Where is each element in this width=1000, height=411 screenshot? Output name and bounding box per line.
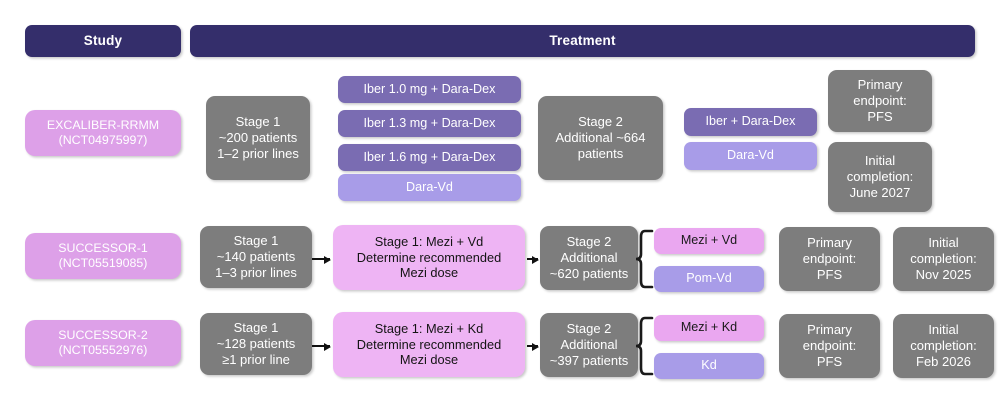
row1-stage2-arm-1: Iber + Dara-Dex: [684, 108, 817, 136]
row2-primary-endpoint-box: Primary endpoint: PFS: [779, 227, 880, 291]
row2-stage1-box: Stage 1 ~140 patients 1–3 prior lines: [200, 226, 312, 288]
row3-randomization-brace: [634, 315, 654, 377]
row2-initial-completion-box: Initial completion: Nov 2025: [893, 227, 994, 291]
row3-stage2-box: Stage 2 Additional ~397 patients: [540, 313, 638, 377]
row3-primary-endpoint-box: Primary endpoint: PFS: [779, 314, 880, 378]
row1-stage2-arm-2: Dara-Vd: [684, 142, 817, 170]
row1-stage1-arm-2: Iber 1.3 mg + Dara-Dex: [338, 110, 521, 137]
row3-stage2-arm-2: Kd: [654, 353, 764, 379]
header-treatment: Treatment: [190, 25, 975, 57]
row1-initial-completion-box: Initial completion: June 2027: [828, 142, 932, 212]
row3-arrow-dose-to-stage2: [527, 342, 539, 351]
study-chip-excaliber[interactable]: EXCALIBER-RRMM (NCT04975997): [25, 110, 181, 156]
row1-stage1-arm-1: Iber 1.0 mg + Dara-Dex: [338, 76, 521, 103]
study-chip-text: SUCCESSOR-2 (NCT05552976): [58, 327, 148, 357]
row2-stage2-arm-2: Pom-Vd: [654, 266, 764, 292]
row1-stage2-box: Stage 2 Additional ~664 patients: [538, 96, 663, 180]
row2-randomization-brace: [634, 228, 654, 290]
row1-stage1-arm-4: Dara-Vd: [338, 174, 521, 201]
row2-arrow-dose-to-stage2: [527, 255, 539, 264]
row3-stage1-box: Stage 1 ~128 patients ≥1 prior line: [200, 313, 312, 375]
row3-dose-box: Stage 1: Mezi + Kd Determine recommended…: [333, 312, 525, 377]
row3-stage2-arm-1: Mezi + Kd: [654, 315, 764, 341]
study-chip-successor2[interactable]: SUCCESSOR-2 (NCT05552976): [25, 320, 181, 366]
study-chip-text: EXCALIBER-RRMM (NCT04975997): [46, 117, 160, 147]
study-chip-successor1[interactable]: SUCCESSOR-1 (NCT05519085): [25, 233, 181, 279]
row2-stage2-arm-1: Mezi + Vd: [654, 228, 764, 254]
row3-initial-completion-box: Initial completion: Feb 2026: [893, 314, 994, 378]
header-study: Study: [25, 25, 181, 57]
row2-arrow-stage1-to-dose: [312, 255, 331, 264]
row1-stage1-box: Stage 1 ~200 patients 1–2 prior lines: [206, 96, 310, 180]
row2-dose-box: Stage 1: Mezi + Vd Determine recommended…: [333, 225, 525, 290]
study-chip-text: SUCCESSOR-1 (NCT05519085): [58, 240, 148, 270]
row1-primary-endpoint-box: Primary endpoint: PFS: [828, 70, 932, 132]
row3-arrow-stage1-to-dose: [312, 342, 331, 351]
row2-stage2-box: Stage 2 Additional ~620 patients: [540, 226, 638, 290]
row1-stage1-arm-3: Iber 1.6 mg + Dara-Dex: [338, 144, 521, 171]
